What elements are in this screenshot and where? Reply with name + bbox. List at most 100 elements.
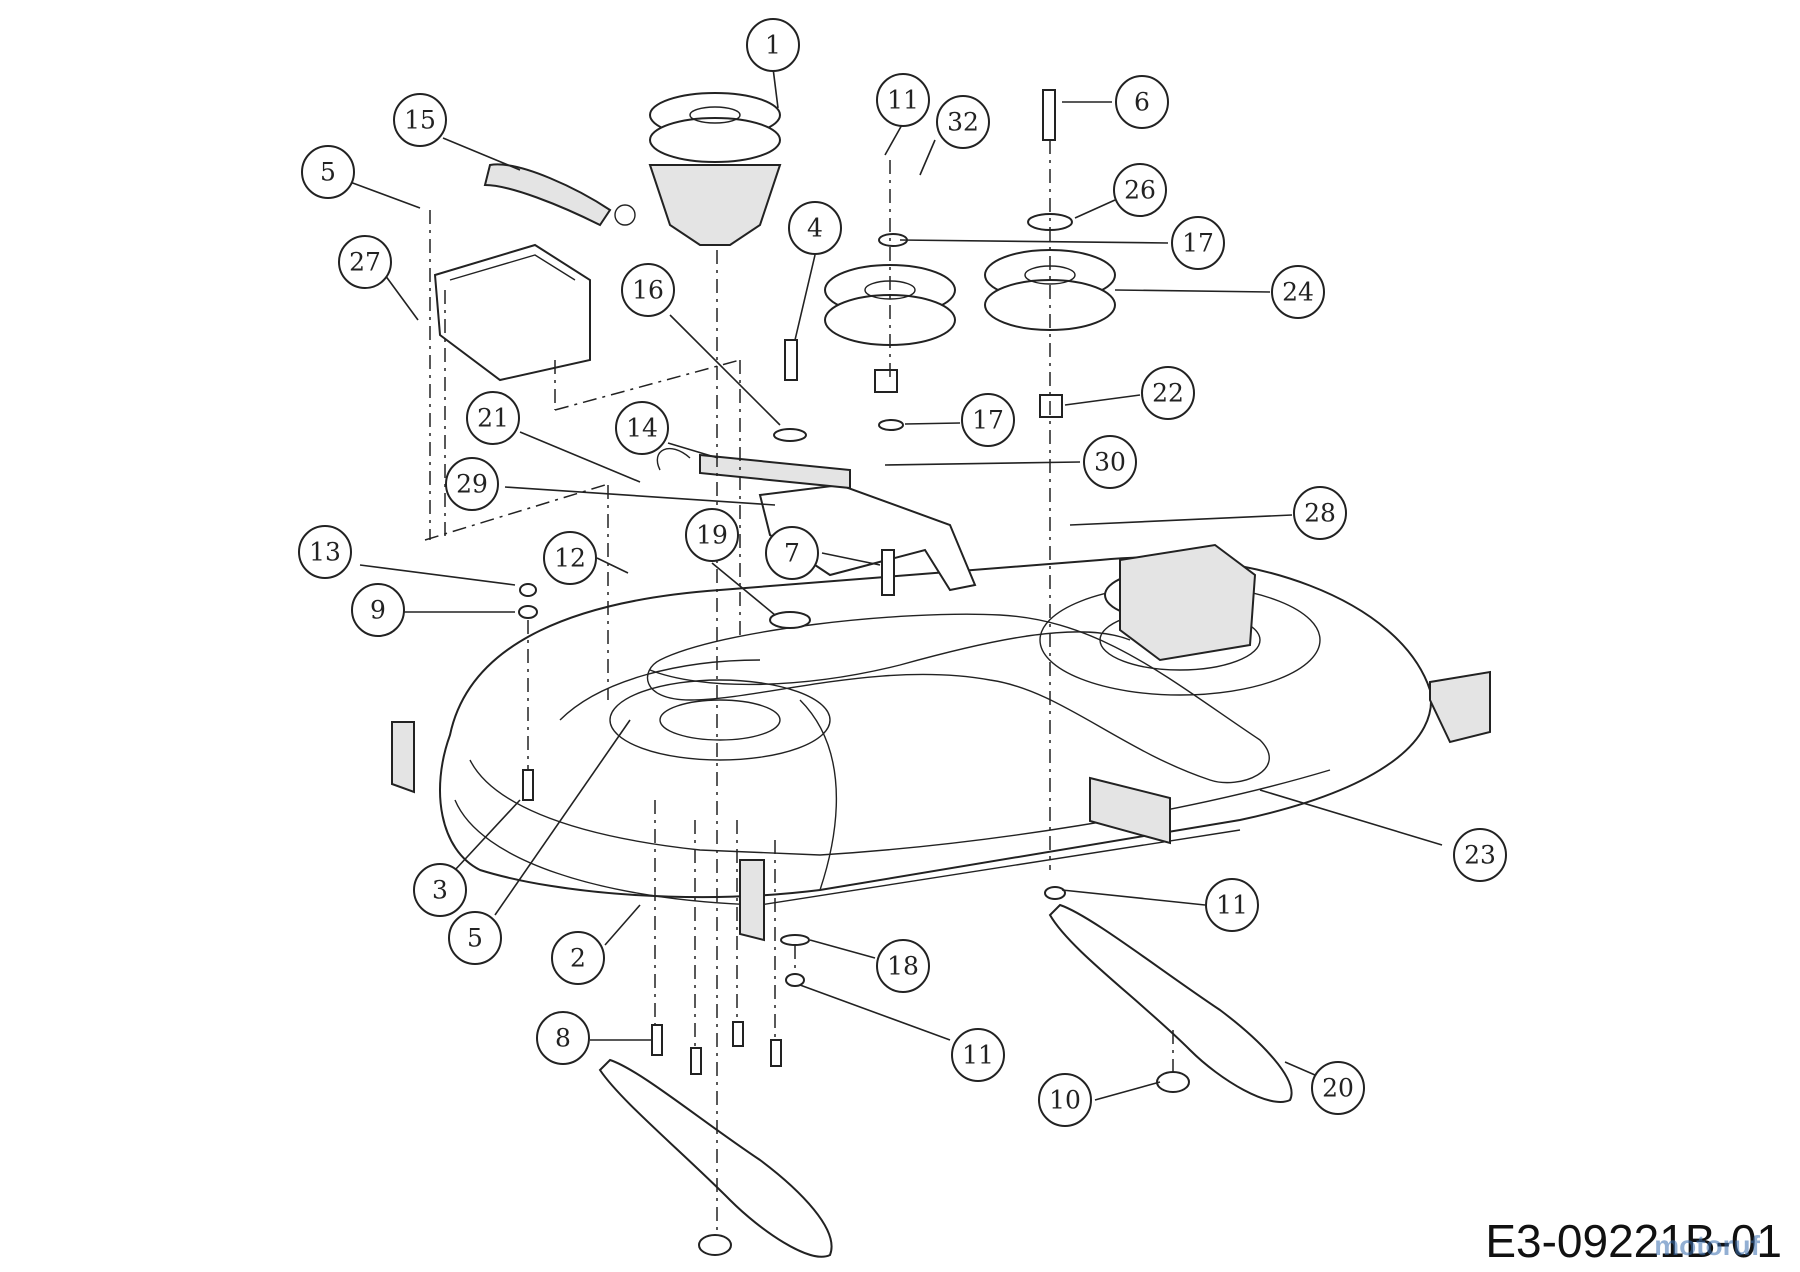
callout-label: 11 — [887, 86, 919, 115]
callout-label: 10 — [1049, 1086, 1081, 1115]
callout-label: 4 — [807, 214, 823, 243]
callout-label: 29 — [456, 470, 488, 499]
callout-22: 22 — [1141, 366, 1195, 420]
callout-30: 30 — [1083, 435, 1137, 489]
callout-circle — [788, 201, 842, 255]
callout-label: 13 — [309, 538, 341, 567]
callout-label: 21 — [477, 404, 509, 433]
callout-circle — [951, 1028, 1005, 1082]
callout-circle — [1038, 1073, 1092, 1127]
callout-label: 3 — [432, 876, 448, 905]
deck-brackets — [391, 670, 1491, 942]
callout-circle — [351, 583, 405, 637]
leader-lines — [349, 67, 1443, 1101]
callout-7: 7 — [765, 526, 819, 580]
callout-circle — [1171, 216, 1225, 270]
callout-circle — [298, 525, 352, 579]
callout-label: 22 — [1152, 379, 1184, 408]
callout-circle — [393, 93, 447, 147]
callout-label: 19 — [696, 521, 728, 550]
callout-29: 29 — [445, 457, 499, 511]
callout-26: 26 — [1113, 163, 1167, 217]
callout-label: 11 — [962, 1041, 994, 1070]
callout-2: 2 — [551, 931, 605, 985]
callout-label: 16 — [632, 276, 664, 305]
callout-circle — [1205, 878, 1259, 932]
callout-12: 12 — [543, 531, 597, 585]
extension-spring-15 — [483, 163, 636, 227]
callout-circle — [621, 263, 675, 317]
callout-circle — [1453, 828, 1507, 882]
blade-left — [598, 1058, 833, 1258]
callout-17: 17 — [1171, 216, 1225, 270]
callout-20: 20 — [1311, 1061, 1365, 1115]
callout-circle — [746, 18, 800, 72]
callout-circle — [543, 531, 597, 585]
callout-label: 26 — [1124, 176, 1156, 205]
callout-label: 9 — [370, 596, 386, 625]
callout-circle — [536, 1011, 590, 1065]
callout-circle — [413, 863, 467, 917]
callout-11: 11 — [876, 73, 930, 127]
callout-label: 8 — [555, 1024, 571, 1053]
callout-15: 15 — [393, 93, 447, 147]
callout-label: 12 — [554, 544, 586, 573]
callout-circle — [1115, 75, 1169, 129]
drawing-code: E3-09221B-01 — [1485, 1215, 1782, 1267]
callout-circle — [876, 73, 930, 127]
callout-circle — [445, 457, 499, 511]
callout-circle — [448, 911, 502, 965]
callout-21: 21 — [466, 391, 520, 445]
callout-10: 10 — [1038, 1073, 1092, 1127]
callout-label: 17 — [1182, 229, 1214, 258]
callout-label: 15 — [404, 106, 436, 135]
callout-5: 5 — [448, 911, 502, 965]
mower-deck — [439, 556, 1433, 906]
callout-label: 5 — [320, 158, 336, 187]
callout-label: 24 — [1282, 278, 1314, 307]
callout-label: 17 — [972, 406, 1004, 435]
drive-belt — [646, 613, 1270, 784]
callout-16: 16 — [621, 263, 675, 317]
callout-label: 18 — [887, 952, 919, 981]
callout-32: 32 — [936, 95, 990, 149]
callout-circle — [551, 931, 605, 985]
tension-bracket — [433, 243, 591, 382]
callout-label: 7 — [784, 539, 800, 568]
callout-3: 3 — [413, 863, 467, 917]
spindle-assembly-right — [1104, 543, 1257, 662]
blade-right — [1048, 903, 1293, 1103]
callout-17: 17 — [961, 393, 1015, 447]
callout-11: 11 — [951, 1028, 1005, 1082]
callout-circle — [466, 391, 520, 445]
callout-label: 23 — [1464, 841, 1496, 870]
callout-label: 11 — [1216, 891, 1248, 920]
callout-circle — [1311, 1061, 1365, 1115]
callout-28: 28 — [1293, 486, 1347, 540]
callout-circle — [1271, 265, 1325, 319]
watermark-logo: motoruf — [1654, 1230, 1760, 1261]
callout-circle — [685, 508, 739, 562]
callout-circle — [1293, 486, 1347, 540]
callout-circle — [301, 145, 355, 199]
callout-circle — [876, 939, 930, 993]
callout-6: 6 — [1115, 75, 1169, 129]
callout-label: 30 — [1094, 448, 1126, 477]
callout-18: 18 — [876, 939, 930, 993]
callout-4: 4 — [788, 201, 842, 255]
callout-circle — [615, 401, 669, 455]
callout-circle — [1141, 366, 1195, 420]
callout-5: 5 — [301, 145, 355, 199]
callout-label: 27 — [349, 248, 381, 277]
callout-circle — [1083, 435, 1137, 489]
callout-label: 6 — [1134, 88, 1150, 117]
callout-circle — [961, 393, 1015, 447]
callout-9: 9 — [351, 583, 405, 637]
callout-circle — [936, 95, 990, 149]
callout-label: 14 — [626, 414, 658, 443]
callout-14: 14 — [615, 401, 669, 455]
callout-label: 1 — [765, 31, 781, 60]
spindle-pulley — [648, 92, 782, 246]
callout-13: 13 — [298, 525, 352, 579]
callout-label: 2 — [570, 944, 586, 973]
